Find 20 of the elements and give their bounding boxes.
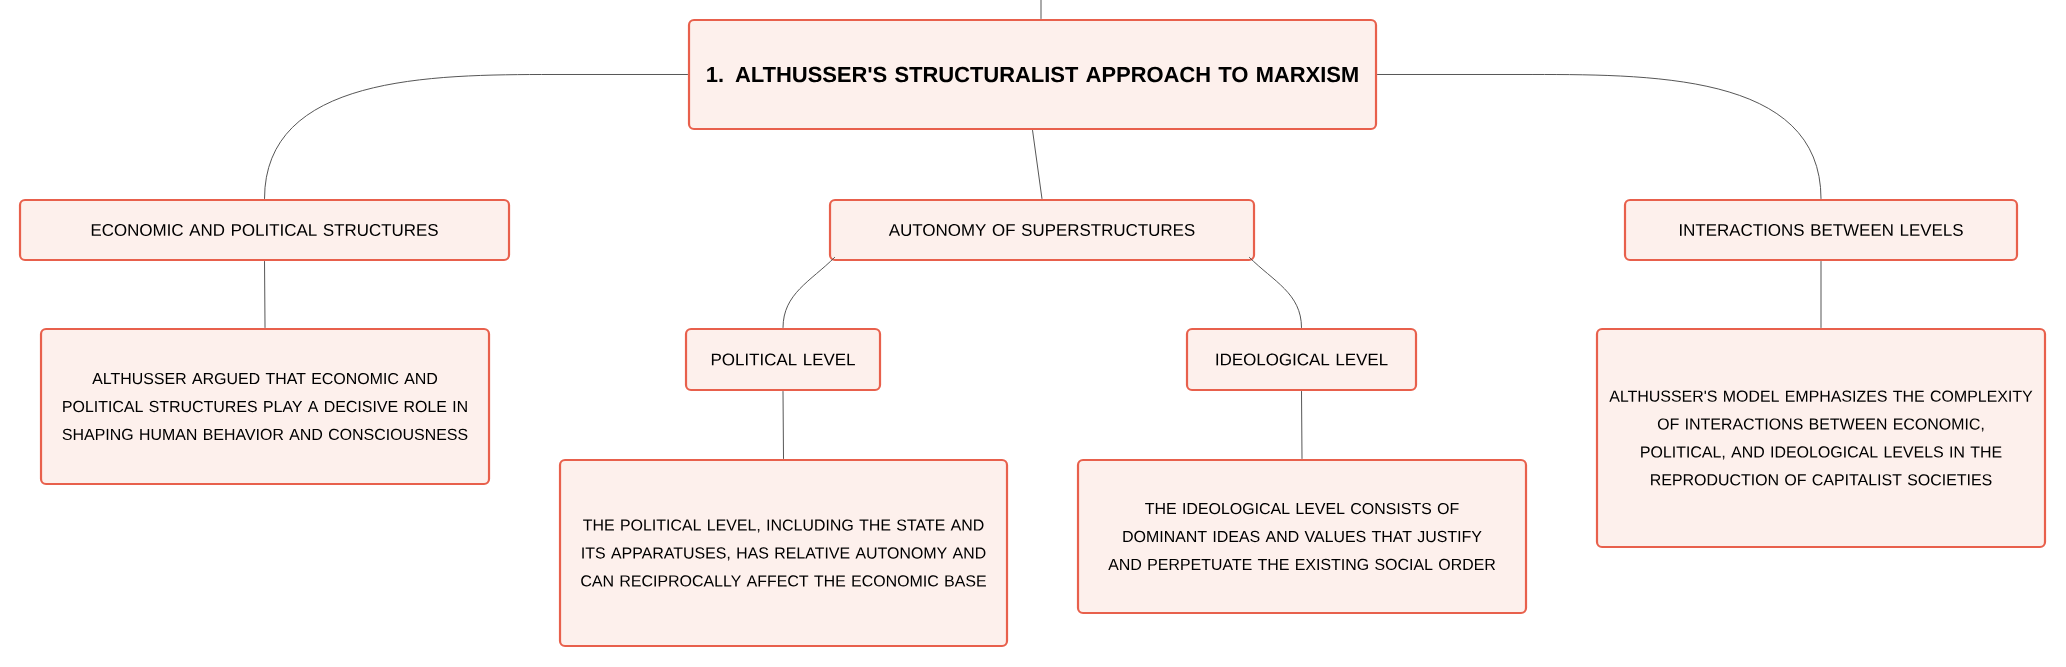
- topic-box: POLITICAL LEVEL: [684, 327, 882, 392]
- topic-box: INTERACTIONS BETWEEN LEVELS: [1623, 198, 2019, 262]
- connector: [1032, 129, 1043, 200]
- connector: [782, 256, 836, 329]
- connector: [1040, 0, 1042, 20]
- connector: [264, 74, 689, 200]
- title-box: 1. ALTHUSSER'S STRUCTURALIST APPROACH TO MARXISM: [687, 18, 1378, 131]
- topic-box: AUTONOMY OF SUPERSTRUCTURES: [828, 198, 1256, 262]
- connector: [782, 390, 784, 460]
- connector: [264, 260, 266, 329]
- topic-box: IDEOLOGICAL LEVEL: [1185, 327, 1418, 392]
- connector: [1820, 260, 1822, 329]
- connector: [1376, 74, 1822, 200]
- description-box: THE IDEOLOGICAL LEVEL CONSISTS OF DOMINANT IDEAS AND VALUES THAT JUSTIFY AND PERPETUATE THE EXISTING SOCIAL ORDER: [1076, 458, 1528, 615]
- connector: [1301, 390, 1303, 460]
- description-box: THE POLITICAL LEVEL, INCLUDING THE STATE AND ITS APPARATUSES, HAS RELATIVE AUTONOMY AND CAN RECIPROCALLY AFFECT THE ECONOMIC BASE: [558, 458, 1009, 648]
- description-box: ALTHUSSER ARGUED THAT ECONOMIC AND POLITICAL STRUCTURES PLAY A DECISIVE ROLE IN SHAPING HUMAN BEHAVIOR AND CONSCIOUSNESS: [39, 327, 491, 486]
- connector: [1248, 256, 1302, 329]
- description-box: ALTHUSSER'S MODEL EMPHASIZES THE COMPLEXITY OF INTERACTIONS BETWEEN ECONOMIC, POLITICAL, AND IDEOLOGICAL LEVELS IN THE REPRODUCTION OF CAPITALIST SOCIETIES: [1595, 327, 2047, 549]
- topic-box: ECONOMIC AND POLITICAL STRUCTURES: [18, 198, 511, 262]
